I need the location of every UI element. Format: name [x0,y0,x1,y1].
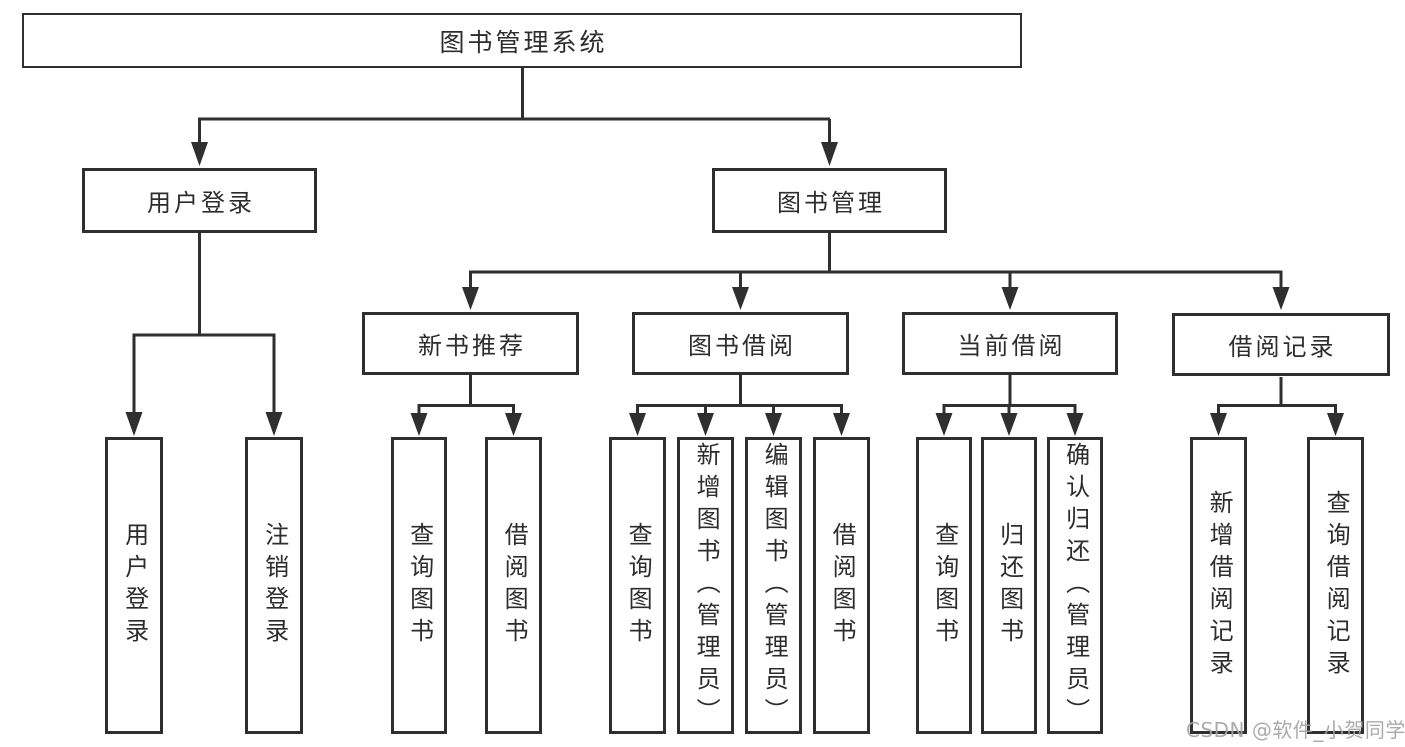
node-user-login-label: 用户登录 [147,189,255,217]
leaf-edit-book-admin-label: 编辑图书（管理员） [760,441,789,730]
leaf-query-borrow-record: 查询借阅记录 [1307,437,1364,734]
leaf-add-book-admin-label: 新增图书（管理员） [692,441,721,730]
watermark: CSDN @软件_小贺同学 [1186,718,1405,742]
node-book-borrow-label: 图书借阅 [688,332,796,360]
connector-book-borrow-children [629,375,850,436]
leaf-return-book: 归还图书 [981,437,1037,734]
leaf-logout: 注销登录 [245,437,303,734]
node-user-login: 用户登录 [82,168,317,233]
node-root: 图书管理系统 [22,13,1022,68]
leaf-edit-book-admin: 编辑图书（管理员） [745,437,802,734]
connector-book-mgmt-children [462,233,1290,310]
connector-new-book-rec-children [410,375,522,436]
leaf-confirm-return-admin: 确认归还（管理员） [1047,437,1103,734]
connector-borrow-record-children [1210,377,1344,436]
leaf-query-book-borrow-label: 查询图书 [624,521,653,650]
leaf-query-book-borrow: 查询图书 [609,437,666,734]
leaf-query-book-rec: 查询图书 [391,437,447,734]
connector-root-children [191,68,838,166]
node-new-book-rec-label: 新书推荐 [418,332,526,360]
leaf-add-borrow-record: 新增借阅记录 [1190,437,1247,734]
leaf-query-book-rec-label: 查询图书 [405,521,434,650]
node-book-borrow: 图书借阅 [632,312,849,375]
node-borrow-record-label: 借阅记录 [1228,333,1337,361]
node-root-label: 图书管理系统 [439,27,608,57]
leaf-query-borrow-record-label: 查询借阅记录 [1322,489,1351,682]
node-borrow-record: 借阅记录 [1172,313,1390,376]
node-new-book-rec: 新书推荐 [362,312,579,375]
leaf-borrow-book-rec: 借阅图书 [485,437,542,734]
leaf-add-borrow-record-label: 新增借阅记录 [1205,489,1234,682]
node-current-borrow: 当前借阅 [902,312,1118,375]
leaf-add-book-admin: 新增图书（管理员） [677,437,734,734]
leaf-query-book-current-label: 查询图书 [930,521,959,650]
leaf-user-login-label: 用户登录 [120,521,149,650]
connector-user-login-children [125,233,283,436]
leaf-borrow-book-rec-label: 借阅图书 [500,521,529,650]
leaf-logout-label: 注销登录 [260,521,289,650]
connector-current-borrow-children [935,375,1084,436]
leaf-query-book-current: 查询图书 [916,437,972,734]
node-current-borrow-label: 当前借阅 [957,332,1066,360]
leaf-user-login: 用户登录 [105,437,163,734]
leaf-confirm-return-admin-label: 确认归还（管理员） [1061,441,1090,730]
leaf-return-book-label: 归还图书 [995,521,1024,650]
leaf-borrow-book-borrow-label: 借阅图书 [828,521,857,650]
node-book-mgmt: 图书管理 [712,168,947,233]
node-book-mgmt-label: 图书管理 [777,189,885,217]
leaf-borrow-book-borrow: 借阅图书 [813,437,870,734]
